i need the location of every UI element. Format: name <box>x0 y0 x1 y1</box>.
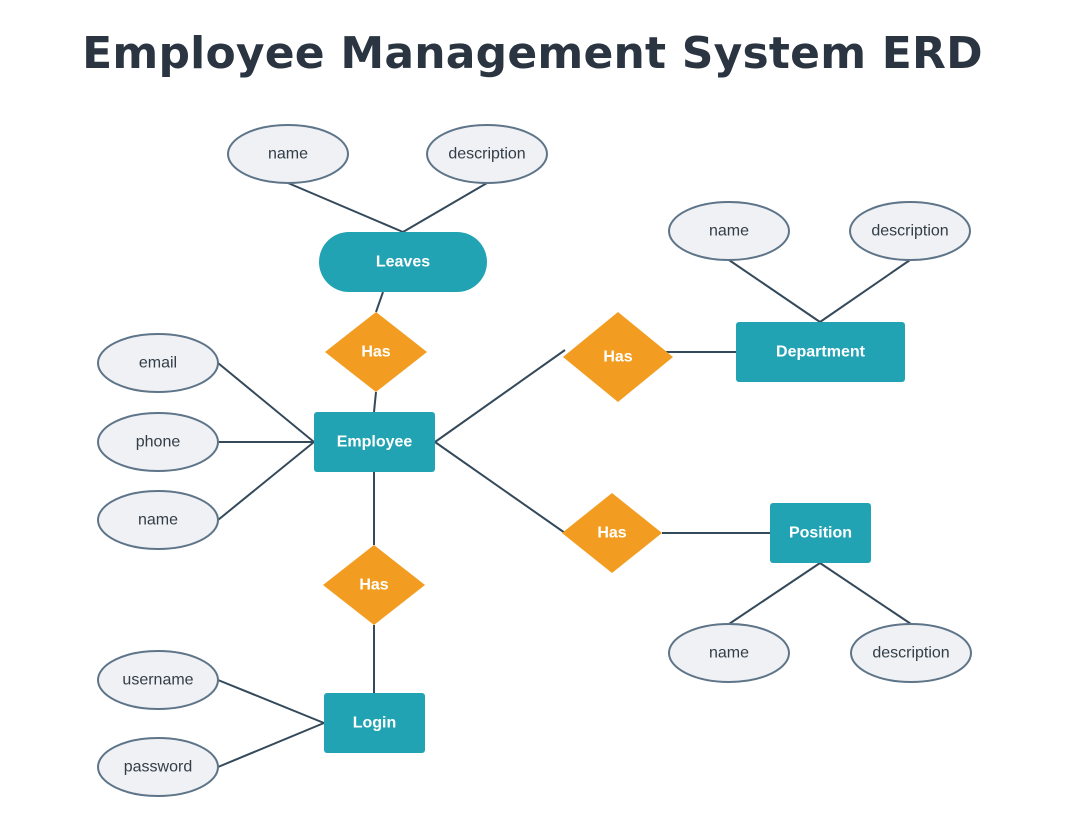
attribute-label: name <box>709 223 749 240</box>
connector-line <box>402 182 488 233</box>
attribute-employee-phone[interactable]: phone <box>97 412 219 472</box>
attribute-label: description <box>872 645 949 662</box>
attribute-login-password[interactable]: password <box>97 737 219 797</box>
connector-line <box>217 441 315 521</box>
attribute-label: name <box>268 146 308 163</box>
attribute-label: email <box>139 355 177 372</box>
entity-label: Department <box>776 344 866 361</box>
entity-box <box>770 503 871 563</box>
relationship-diamond <box>325 312 427 392</box>
attribute-leaves-name[interactable]: name <box>227 124 349 184</box>
entity-box <box>736 322 905 382</box>
connector-line <box>728 562 821 625</box>
entity-label: Position <box>789 525 852 542</box>
entity-box <box>324 693 425 753</box>
entity-box <box>314 412 435 472</box>
attribute-label: username <box>122 672 193 689</box>
connector-line <box>819 259 911 323</box>
relationship-label: Has <box>359 577 388 594</box>
entity-leaves[interactable]: Leaves <box>319 232 487 292</box>
relationship-diamond <box>563 312 673 402</box>
attribute-leaves-description[interactable]: description <box>426 124 548 184</box>
attribute-ellipse <box>849 201 971 261</box>
relationship-rel_position[interactable]: Has <box>562 493 662 573</box>
edges-layer <box>217 182 912 768</box>
attribute-label: phone <box>136 434 181 451</box>
attribute-label: name <box>138 512 178 529</box>
attribute-label: description <box>448 146 525 163</box>
connector-line <box>434 441 566 534</box>
attribute-login-username[interactable]: username <box>97 650 219 710</box>
entity-label: Login <box>353 715 397 732</box>
entity-employee[interactable]: Employee <box>314 412 435 472</box>
entity-box <box>319 232 487 292</box>
attribute-ellipse <box>850 623 972 683</box>
entity-department[interactable]: Department <box>736 322 905 382</box>
attribute-ellipse <box>227 124 349 184</box>
diagram-title: Employee Management System ERD <box>82 28 983 79</box>
attribute-position-name[interactable]: name <box>668 623 790 683</box>
attribute-employee-name[interactable]: name <box>97 490 219 550</box>
attribute-label: password <box>124 759 192 776</box>
entity-label: Leaves <box>376 254 430 271</box>
entity-label: Employee <box>337 434 413 451</box>
relationship-rel_leaves[interactable]: Has <box>325 312 427 392</box>
attribute-ellipse <box>426 124 548 184</box>
connector-line <box>375 291 384 313</box>
attribute-department-description[interactable]: description <box>849 201 971 261</box>
connector-line <box>287 182 404 233</box>
relationship-diamond <box>323 545 425 625</box>
attribute-ellipse <box>97 490 219 550</box>
attribute-department-name[interactable]: name <box>668 201 790 261</box>
relationship-rel_login[interactable]: Has <box>323 545 425 625</box>
connector-line <box>373 391 377 413</box>
relationship-rel_department[interactable]: Has <box>563 312 673 402</box>
relationship-label: Has <box>361 344 390 361</box>
relationship-label: Has <box>603 349 632 366</box>
attribute-ellipse <box>97 333 219 393</box>
connector-line <box>217 362 315 443</box>
attribute-ellipse <box>668 623 790 683</box>
attribute-ellipse <box>97 412 219 472</box>
connector-line <box>434 349 566 443</box>
attribute-employee-email[interactable]: email <box>97 333 219 393</box>
attribute-label: name <box>709 645 749 662</box>
attribute-ellipse <box>97 650 219 710</box>
connector-line <box>217 679 325 724</box>
attribute-position-description[interactable]: description <box>850 623 972 683</box>
attribute-label: description <box>871 223 948 240</box>
relationship-diamond <box>562 493 662 573</box>
entity-position[interactable]: Position <box>770 503 871 563</box>
attribute-ellipse <box>668 201 790 261</box>
connector-line <box>217 722 325 768</box>
attribute-ellipse <box>97 737 219 797</box>
relationship-label: Has <box>597 525 626 542</box>
entity-login[interactable]: Login <box>324 693 425 753</box>
connector-line <box>819 562 912 625</box>
connector-line <box>728 259 821 323</box>
